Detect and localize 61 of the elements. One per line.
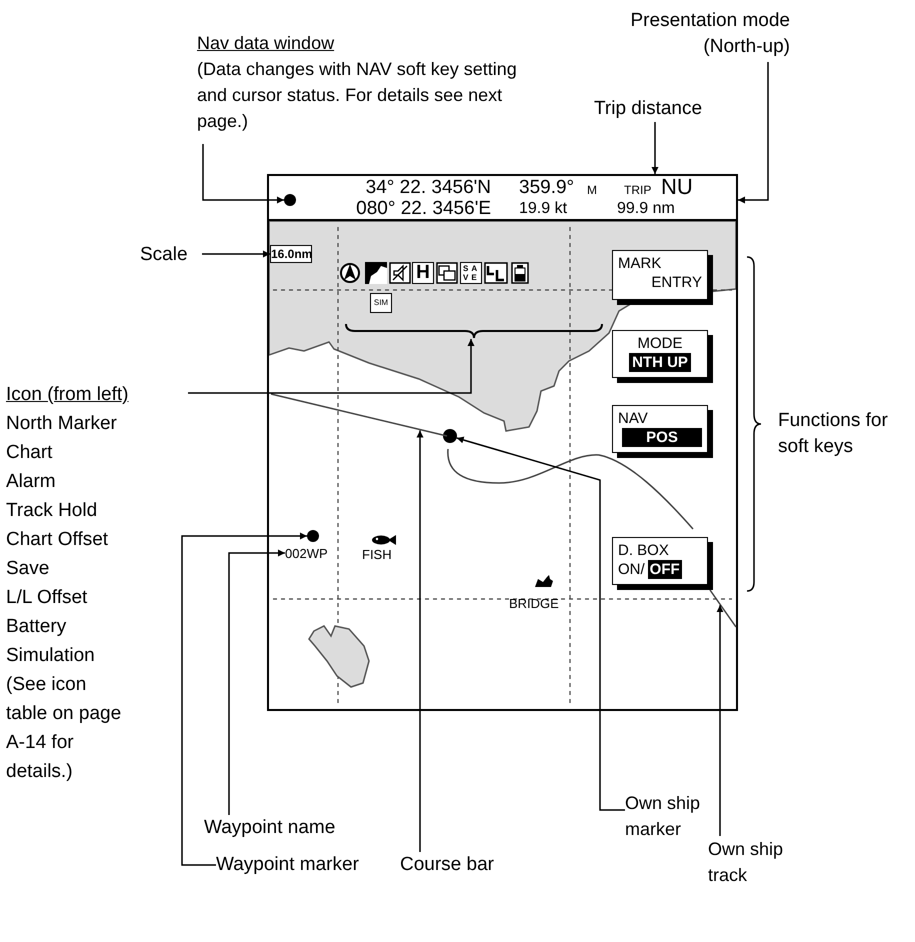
- nav-data-value: 080° 22. 3456'E: [356, 199, 491, 218]
- callout-heading: Nav data window: [197, 32, 334, 55]
- leader-line: [228, 550, 285, 815]
- nav-data-value: NU: [661, 176, 693, 198]
- leader-line: [456, 436, 625, 811]
- callout-text: Waypoint name: [204, 815, 354, 841]
- track-line: [709, 590, 737, 628]
- nav-data-value: 34° 22. 3456'N: [366, 178, 491, 197]
- list-item: Simulation: [6, 644, 95, 668]
- leader-line: [652, 122, 658, 174]
- waypoint-marker: [307, 530, 319, 542]
- callout-heading: Icon (from left): [6, 383, 128, 407]
- map-label: FISH: [362, 548, 392, 562]
- nav-data-value: 359.9°: [519, 178, 574, 197]
- list-item: (See icon table on page A-14 for details.): [6, 673, 122, 784]
- list-item: North Marker: [6, 412, 117, 436]
- key-label: MODE: [638, 334, 682, 353]
- callout-text: Own ship track: [708, 836, 803, 888]
- list-item: Save: [6, 557, 50, 581]
- key-value: NTH UP: [629, 353, 691, 372]
- callout-text: (Data changes with NAV soft key setting and cursor status. For details see next page.): [197, 58, 518, 133]
- simulation-icon: SIM: [370, 293, 392, 313]
- own-ship-marker: [443, 429, 457, 443]
- key-value: OFF: [648, 560, 682, 579]
- save-icon: SAVE: [460, 262, 482, 284]
- list-item: Chart Offset: [6, 528, 108, 552]
- nav-data-value: M: [587, 184, 597, 196]
- list-item: Chart: [6, 441, 52, 465]
- leader-line: [738, 62, 769, 204]
- callout-text: Course bar: [400, 852, 520, 878]
- leader-line: [202, 144, 284, 204]
- leader-line: [416, 430, 424, 852]
- course-bar-line: [270, 393, 448, 437]
- waypoint-name: 002WP: [285, 547, 337, 562]
- list-item: Alarm: [6, 470, 56, 494]
- leader-line: [202, 250, 270, 258]
- callout-text: Waypoint marker: [216, 852, 386, 878]
- key-label: D. BOX: [618, 541, 669, 560]
- leader-line: [181, 532, 307, 866]
- leader-line: [188, 339, 474, 394]
- scale-box: 16.0nm: [270, 245, 312, 263]
- list-item: L/L Offset: [6, 586, 88, 610]
- nav-data-value: TRIP: [624, 184, 652, 196]
- key-label: MARK: [618, 254, 662, 273]
- nav-data-value: 19.9 kt: [519, 201, 568, 217]
- key-value: POS: [622, 428, 702, 447]
- callout-text: Functions for soft keys: [778, 409, 889, 459]
- callout-text: Trip distance: [594, 96, 744, 122]
- key-label: NAV: [618, 409, 648, 428]
- callout-text: Presentation mode (North-up): [590, 8, 790, 62]
- nav-data-window: [267, 174, 738, 221]
- track-hold-icon: H: [412, 262, 434, 284]
- key-label: ENTRY: [651, 273, 702, 292]
- list-item: Track Hold: [6, 499, 98, 523]
- callout-text: Scale: [140, 243, 202, 267]
- nav-data-value: 99.9 nm: [617, 201, 675, 217]
- list-item: Battery: [6, 615, 66, 639]
- key-label: ON/: [618, 560, 645, 579]
- callout-text: Own ship marker: [625, 790, 705, 842]
- leader-line: [716, 605, 724, 836]
- map-label: BRIDGE: [509, 597, 559, 611]
